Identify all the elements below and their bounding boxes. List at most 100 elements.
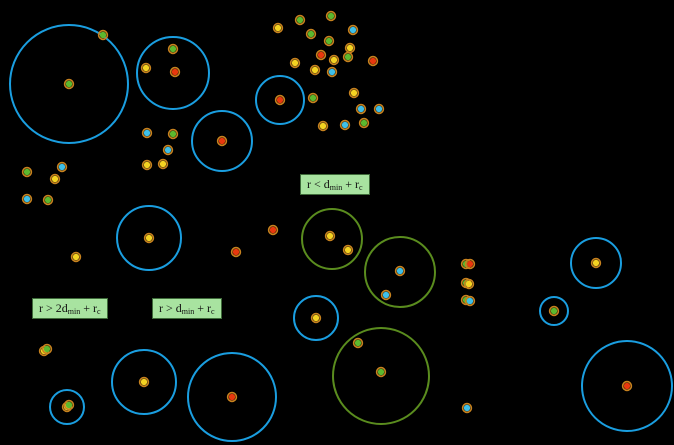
data-point — [548, 305, 560, 317]
data-point — [621, 380, 633, 392]
neighborhood-circle — [49, 389, 85, 425]
data-point-core — [169, 45, 177, 53]
neighborhood-circle — [9, 24, 129, 144]
data-point — [289, 57, 301, 69]
data-point-core — [357, 105, 365, 113]
neighborhood-circle — [332, 327, 430, 425]
neighborhood-circle — [293, 295, 339, 341]
data-point — [394, 265, 406, 277]
data-point-ring — [348, 87, 360, 99]
data-point — [97, 29, 109, 41]
data-point-core — [312, 314, 320, 322]
data-point-ring — [141, 159, 153, 171]
data-point-core — [328, 68, 336, 76]
data-point-core — [463, 404, 471, 412]
data-point-ring — [56, 161, 68, 173]
data-point-core — [164, 146, 172, 154]
data-point-ring — [267, 224, 279, 236]
data-point-ring — [548, 305, 560, 317]
data-point-ring — [358, 117, 370, 129]
data-point-ring — [323, 35, 335, 47]
data-point — [375, 366, 387, 378]
data-point-core — [311, 66, 319, 74]
data-point-ring — [325, 10, 337, 22]
data-point — [310, 312, 322, 324]
data-point-core — [360, 119, 368, 127]
data-point — [70, 251, 82, 263]
data-point-ring — [167, 128, 179, 140]
data-point — [352, 337, 364, 349]
data-point-core — [274, 24, 282, 32]
data-point-ring — [309, 64, 321, 76]
data-point — [355, 103, 367, 115]
data-point — [21, 166, 33, 178]
data-point — [49, 173, 61, 185]
data-point — [216, 135, 228, 147]
data-point-ring — [63, 78, 75, 90]
data-point — [348, 87, 360, 99]
data-point — [323, 35, 335, 47]
data-point-ring — [307, 92, 319, 104]
data-point-core — [65, 80, 73, 88]
data-point-core — [327, 12, 335, 20]
annotation-subscript: c — [96, 307, 101, 316]
neighborhood-circle — [255, 75, 305, 125]
data-point-core — [43, 345, 51, 353]
data-point-ring — [41, 343, 53, 355]
data-point-core — [369, 57, 377, 65]
data-point-core — [319, 122, 327, 130]
data-point-core — [72, 253, 80, 261]
data-point-core — [396, 267, 404, 275]
neighborhood-circle — [116, 205, 182, 271]
data-point-ring — [463, 278, 475, 290]
data-point — [21, 193, 33, 205]
data-point — [140, 62, 152, 74]
data-point-ring — [324, 230, 336, 242]
data-point — [315, 49, 327, 61]
data-point-ring — [464, 258, 476, 270]
data-point — [344, 42, 356, 54]
data-point — [590, 257, 602, 269]
data-point-core — [350, 89, 358, 97]
data-point — [463, 278, 475, 290]
data-point — [157, 158, 169, 170]
data-point-ring — [339, 119, 351, 131]
data-point-core — [623, 382, 631, 390]
data-point-ring — [355, 103, 367, 115]
data-point-ring — [49, 173, 61, 185]
data-point-core — [349, 26, 357, 34]
neighborhood-circle — [111, 349, 177, 415]
data-point-core — [330, 56, 338, 64]
data-point-ring — [42, 194, 54, 206]
data-point-ring — [352, 337, 364, 349]
data-point-core — [465, 280, 473, 288]
data-point — [342, 51, 354, 63]
data-point-core — [325, 37, 333, 45]
data-point-core — [65, 401, 73, 409]
data-point — [143, 232, 155, 244]
data-point-core — [232, 248, 240, 256]
neighborhood-circle — [364, 236, 436, 308]
annot-r-gt-d: r > dmin + rc — [152, 298, 222, 319]
data-point-ring — [328, 54, 340, 66]
data-point — [138, 376, 150, 388]
data-point-core — [377, 368, 385, 376]
data-point-core — [317, 51, 325, 59]
data-point-ring — [169, 66, 181, 78]
data-point — [169, 66, 181, 78]
data-point — [272, 22, 284, 34]
data-point-core — [269, 226, 277, 234]
data-point-core — [228, 393, 236, 401]
data-point — [141, 127, 153, 139]
data-point-core — [354, 339, 362, 347]
data-point-ring — [216, 135, 228, 147]
data-point — [464, 258, 476, 270]
data-point-ring — [621, 380, 633, 392]
data-point — [317, 120, 329, 132]
data-point-core — [344, 246, 352, 254]
data-point — [380, 289, 392, 301]
data-point-ring — [162, 144, 174, 156]
data-point-core — [169, 130, 177, 138]
data-point-ring — [461, 402, 473, 414]
